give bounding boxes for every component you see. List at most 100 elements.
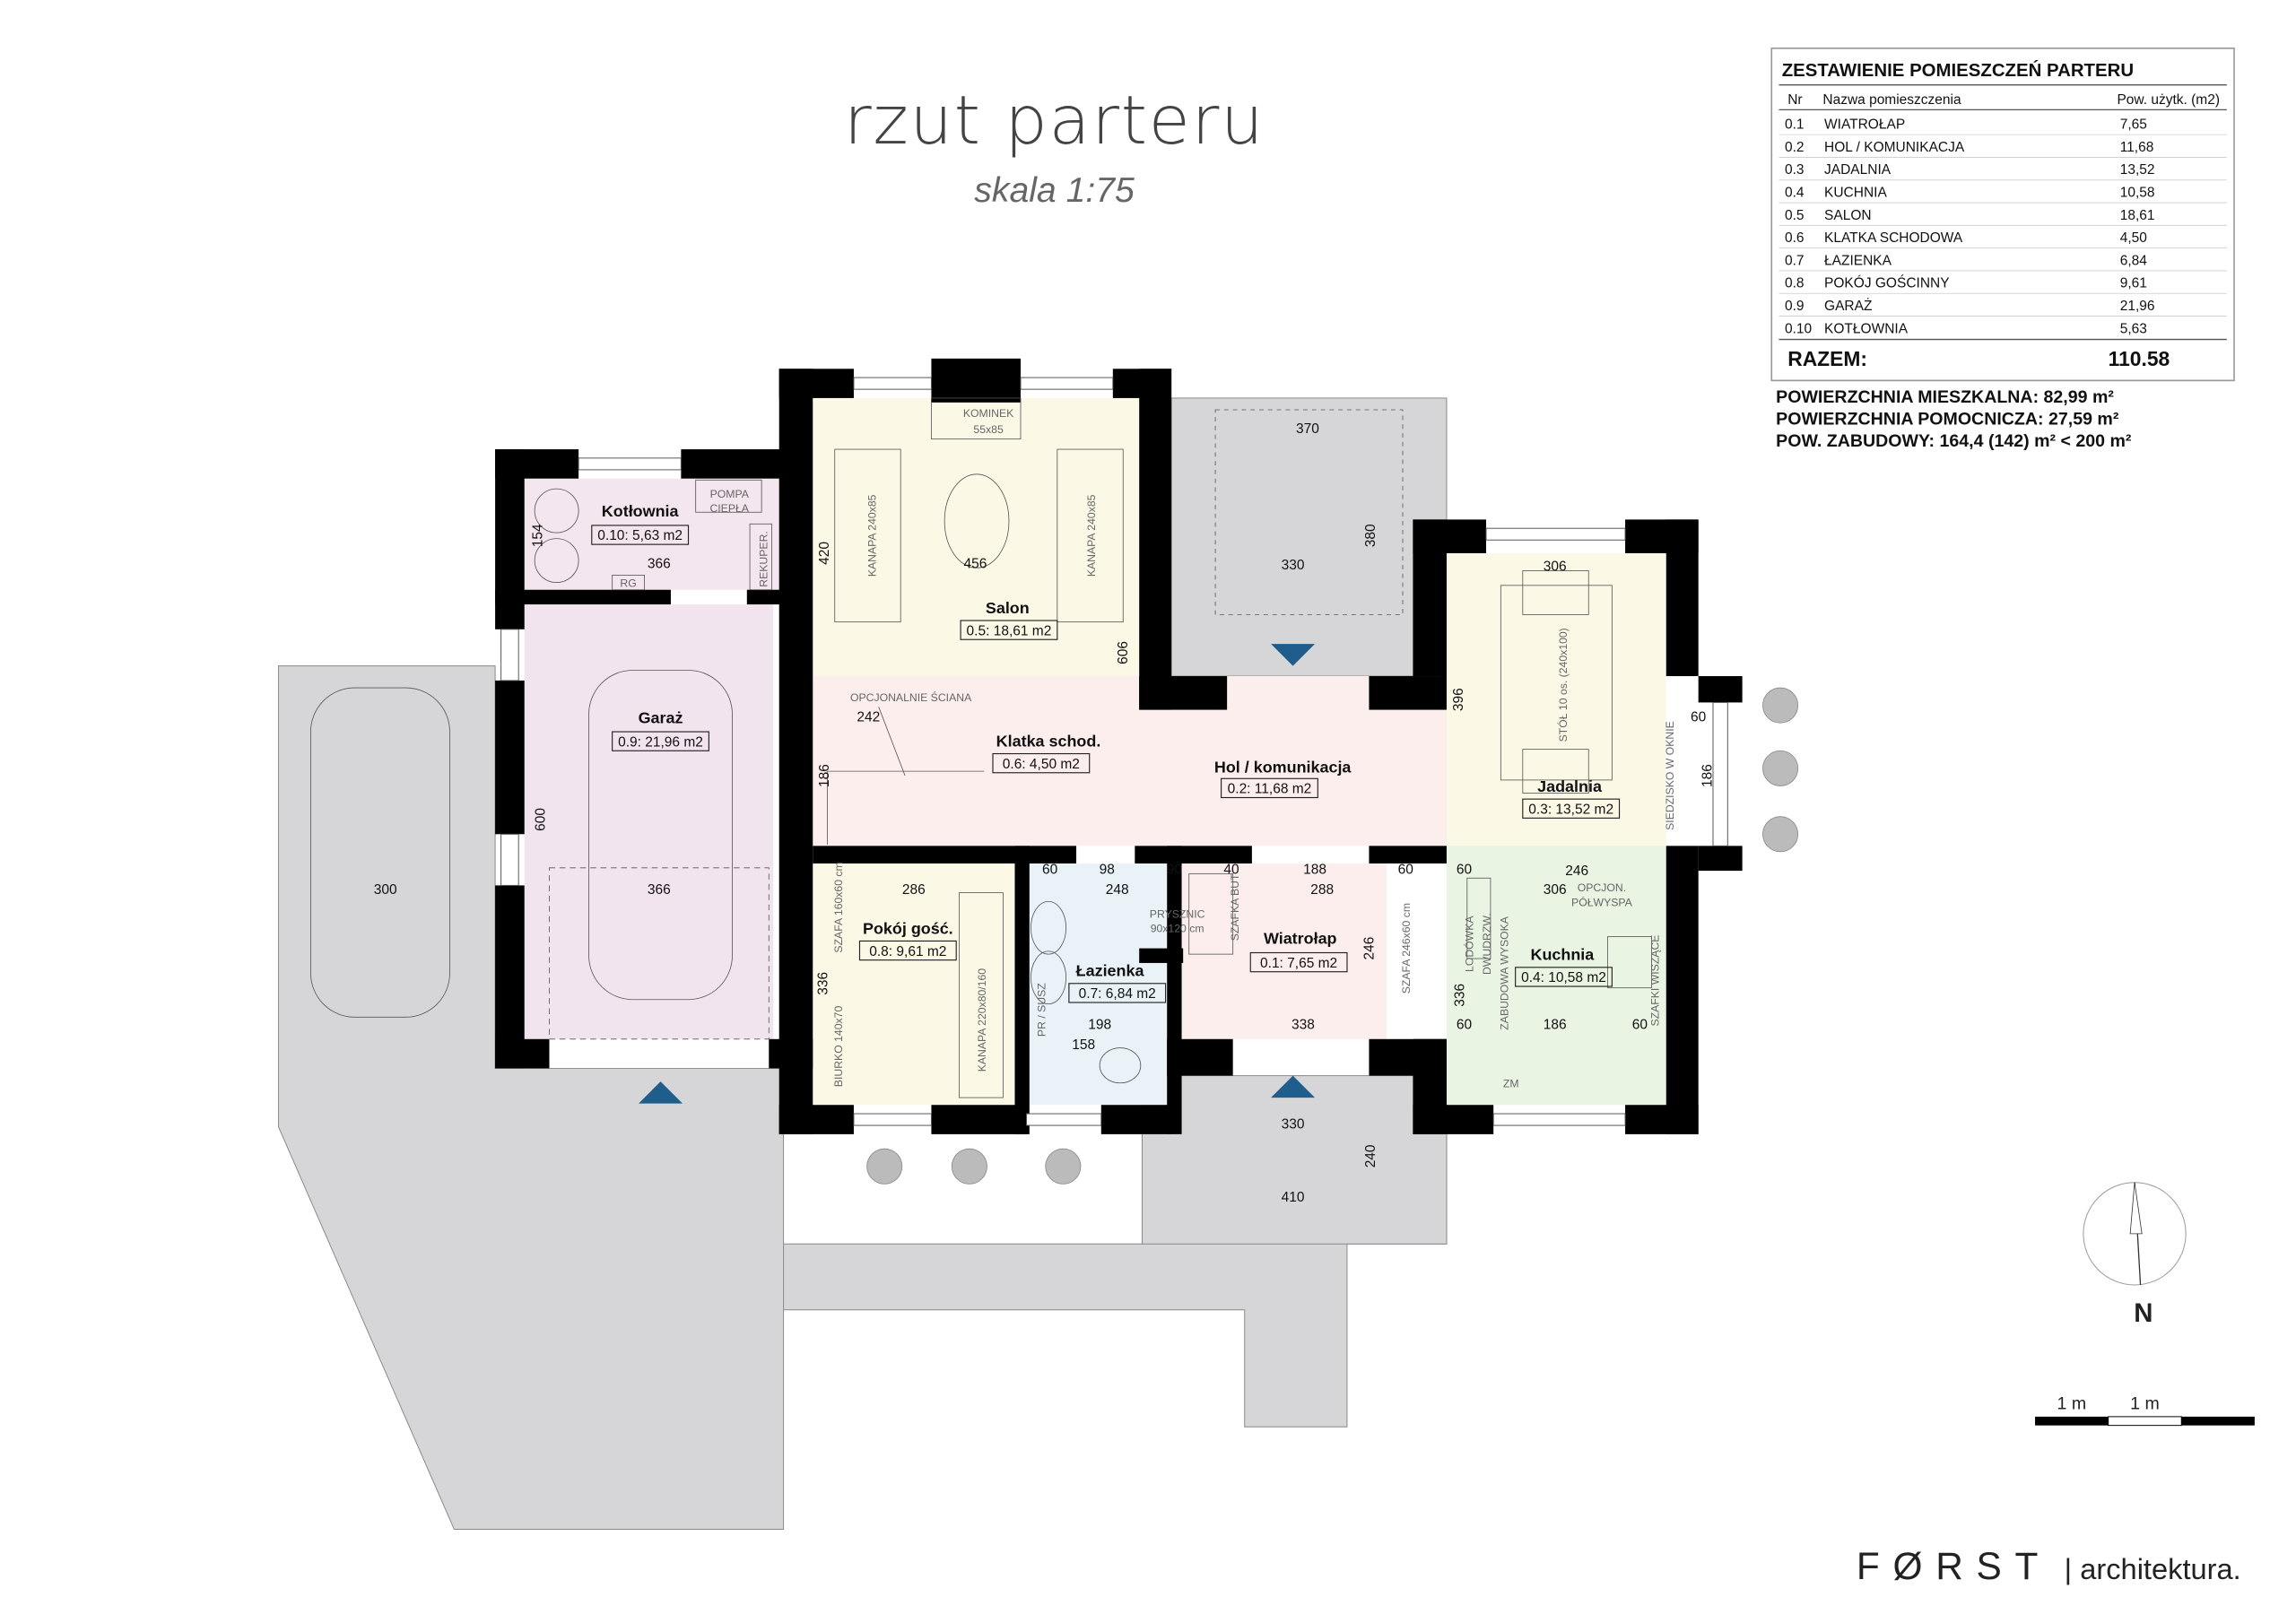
dimension-label: 420 [817, 542, 832, 565]
dimension-label: 198 [1088, 1017, 1111, 1032]
table-cell-name: KUCHNIA [1824, 186, 1887, 201]
dimension-label: 288 [1310, 882, 1334, 898]
dimension-label: 40 [1223, 862, 1239, 877]
summary-living-area: POWIERZCHNIA MIESZKALNA: 82,99 m² [1776, 387, 2114, 407]
dimension-label: 306 [1544, 882, 1567, 898]
table-cell-nr: 0.5 [1785, 208, 1805, 223]
dimension-label: 336 [816, 972, 831, 995]
furniture-labels: KOMINEK55x85POMPACIEPŁAREKUPER.RGKANAPA … [620, 407, 1675, 1090]
room-area-box [858, 940, 957, 961]
furniture-label: SZAFA 246x60 cm [1400, 903, 1413, 994]
room-fill-kotlownia [524, 478, 791, 590]
table-cell-area: 4,50 [2120, 230, 2148, 246]
room-area-box [1068, 983, 1167, 1003]
logo-suffix: | architektura. [2065, 1552, 2241, 1585]
table-cell-area: 21,96 [2120, 299, 2155, 314]
room-name: Kuchnia [1531, 946, 1596, 964]
room-area: 0.10: 5,63 m2 [597, 528, 683, 543]
dimension-label: 300 [374, 882, 397, 898]
table-header-name: Nazwa pomieszczenia [1822, 92, 1961, 108]
table-cell-name: HOL / KOMUNIKACJA [1824, 140, 1965, 155]
room-area: 0.7: 6,84 m2 [1079, 986, 1156, 1002]
shrub-icon [1762, 816, 1799, 853]
dimension-label: 330 [1282, 558, 1305, 573]
dimension-label: 306 [1544, 560, 1567, 575]
dimension-label: 186 [1700, 764, 1715, 787]
table-cell-area: 11,68 [2120, 140, 2154, 155]
room-area: 0.3: 13,52 m2 [1528, 802, 1613, 817]
dimension-label: 60 [1691, 710, 1707, 725]
scale-bar [2035, 1416, 2255, 1427]
dimension-label: 600 [534, 808, 549, 831]
table-cell-name: POKÓJ GOŚCINNY [1824, 275, 1950, 291]
room-schedule-table: ZESTAWIENIE POMIESZCZEŃ PARTERU Nr Nazwa… [1770, 48, 2235, 382]
shrub-icon [866, 1148, 903, 1185]
scale-subtitle: skala 1:75 [974, 171, 1135, 210]
room-name: Kotłownia [602, 502, 680, 520]
room-fill-kuchnia [1446, 846, 1666, 1106]
room-name: Hol / komunikacja [1214, 759, 1352, 777]
table-cell-nr: 0.2 [1785, 140, 1805, 155]
walls [495, 358, 1743, 1134]
room-area-box [1515, 967, 1613, 987]
furniture-label: PRYSZNIC [1150, 907, 1205, 920]
furniture-label: KANAPA 240x85 [1085, 494, 1098, 577]
dimension-label: 158 [1072, 1037, 1095, 1053]
table-cell-nr: 0.3 [1785, 162, 1805, 178]
furniture-label: DWUDRZW. [1481, 913, 1493, 975]
dimension-label: 90 [1167, 862, 1183, 877]
dimension-label: 246 [1361, 937, 1377, 960]
table-cell-area: 7,65 [2120, 117, 2147, 133]
table-cell-area: 5,63 [2120, 321, 2147, 336]
table-cell-name: GARAŻ [1824, 298, 1872, 314]
room-area-box [992, 752, 1091, 774]
dimension-label: 366 [648, 556, 671, 571]
dimension-label: 248 [1106, 882, 1129, 898]
shrubs [866, 687, 1799, 1185]
page-title: rzut parteru [844, 81, 1265, 160]
dimension-label: 606 [1116, 641, 1131, 664]
room-fill-salon [813, 397, 1140, 710]
room-name: Jadalnia [1537, 777, 1603, 795]
table-cell-name: ŁAZIENKA [1824, 253, 1892, 268]
north-arrow-icon [2083, 1182, 2187, 1286]
summary-built-area: POW. ZABUDOWY: 164,4 (142) m² < 200 m² [1776, 431, 2132, 451]
furniture-label: STÓŁ 10 os. (240x100) [1556, 628, 1570, 742]
furniture-label: PÓŁWYSPA [1571, 895, 1633, 908]
room-fill-wiatrolap [1181, 863, 1387, 1039]
dimension-label: 186 [817, 764, 832, 787]
room-area: 0.9: 21,96 m2 [618, 734, 703, 750]
dimension-label: 60 [1457, 862, 1473, 877]
dimension-label: 246 [1565, 864, 1588, 879]
furniture-label: LODÓWKA [1462, 916, 1475, 972]
room-name: Salon [986, 599, 1030, 617]
dimension-label: 286 [902, 882, 926, 898]
room-area-box [1221, 777, 1318, 799]
dimension-label: 240 [1363, 1144, 1378, 1167]
entrance-arrow-icon [639, 1081, 683, 1104]
dimension-label: 154 [530, 524, 545, 547]
table-cell-nr: 0.6 [1785, 230, 1805, 246]
furniture-outlines [310, 397, 1652, 1098]
furniture-label: OPCJON. [1578, 881, 1626, 894]
table-cell-nr: 0.9 [1785, 299, 1805, 314]
dimension-label: 60 [1457, 1017, 1473, 1032]
furniture-label: KOMINEK [963, 407, 1014, 420]
dimension-label: 330 [1282, 1116, 1305, 1132]
table-cell-name: SALON [1824, 208, 1872, 223]
room-name: Pokój gość. [863, 919, 953, 937]
room-fill-garaz [524, 604, 774, 1039]
table-cell-name: JADALNIA [1824, 162, 1892, 178]
furniture-label: ZM [1503, 1078, 1519, 1090]
summary-auxiliary-area: POWIERZCHNIA POMOCNICZA: 27,59 m² [1776, 409, 2119, 429]
dimension-label: 60 [1042, 862, 1058, 877]
table-title: ZESTAWIENIE POMIESZCZEŃ PARTERU [1782, 60, 2134, 81]
room-fill-lazienka [1029, 863, 1168, 1106]
dimension-label: 366 [648, 882, 671, 898]
table-cell-area: 10,58 [2120, 186, 2155, 201]
dimension-label: 380 [1363, 524, 1378, 547]
dimension-label: 60 [1398, 862, 1414, 877]
furniture-label: RG [620, 577, 636, 589]
